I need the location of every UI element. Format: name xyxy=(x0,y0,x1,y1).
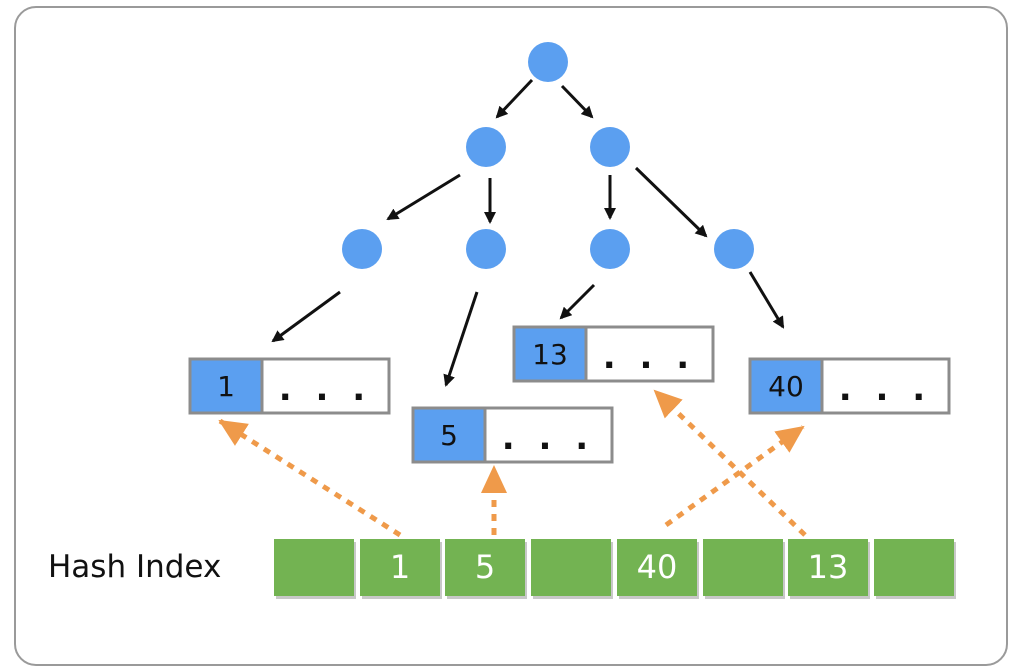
record-value: . . . xyxy=(839,369,931,409)
record-key-cell xyxy=(514,327,586,381)
record-key-cell xyxy=(190,359,262,413)
record-value: . . . xyxy=(603,337,695,377)
hash-index-label: Hash Index xyxy=(48,549,221,585)
tree-edge xyxy=(386,173,461,221)
hash-pointer-13 xyxy=(653,389,807,537)
record-1: 1 . . . xyxy=(188,357,391,415)
record-value-cell xyxy=(586,327,713,381)
record-key-cell xyxy=(413,408,485,462)
hash-bucket: 40 xyxy=(617,539,699,599)
tree-edge xyxy=(271,290,341,343)
hash-bucket: 1 xyxy=(360,539,442,599)
tree-node xyxy=(342,229,382,269)
record-value-cell xyxy=(822,359,949,413)
tree-node xyxy=(466,229,506,269)
record-key: 40 xyxy=(768,370,804,403)
hash-bucket: 5 xyxy=(445,539,527,599)
record-key: 13 xyxy=(532,338,568,371)
tree-edge xyxy=(560,84,594,119)
record-key: 5 xyxy=(440,419,458,452)
tree-node xyxy=(466,127,506,167)
record-key-cell xyxy=(750,359,822,413)
bucket-value: 1 xyxy=(390,548,410,586)
bucket-value: 40 xyxy=(637,548,678,586)
hash-bucket xyxy=(274,539,356,599)
hash-bucket xyxy=(531,539,613,599)
record-border xyxy=(188,357,391,415)
tree-edge xyxy=(443,291,479,387)
tree-edge xyxy=(634,166,708,238)
record-key: 1 xyxy=(217,370,235,403)
hash-pointers xyxy=(218,389,807,538)
record-40: 40 . . . xyxy=(748,357,951,415)
tree-edge xyxy=(748,271,785,329)
record-value-cell xyxy=(485,408,612,462)
tree-node xyxy=(590,229,630,269)
record-13: 13 . . . xyxy=(512,325,715,383)
hash-bucket xyxy=(874,539,956,599)
record-border xyxy=(411,406,614,464)
tree-node-root xyxy=(528,42,568,82)
record-value: . . . xyxy=(502,418,594,458)
hash-pointer-40 xyxy=(664,424,805,528)
tree-edge xyxy=(495,78,534,119)
hash-buckets: 1 5 40 13 xyxy=(274,539,956,599)
record-border xyxy=(512,325,715,383)
bucket-value: 5 xyxy=(475,548,495,586)
tree-edge xyxy=(559,283,596,320)
tree-node xyxy=(714,229,754,269)
record-value: . . . xyxy=(279,369,371,409)
record-5: 5 . . . xyxy=(411,406,614,464)
tree-node xyxy=(590,127,630,167)
record-value-cell xyxy=(262,359,389,413)
hash-bucket xyxy=(703,539,785,599)
record-border xyxy=(748,357,951,415)
hash-pointer-1 xyxy=(218,418,402,538)
bucket-value: 13 xyxy=(808,548,849,586)
hash-bucket: 13 xyxy=(788,539,870,599)
tree-edges xyxy=(271,78,785,387)
tree-nodes xyxy=(342,42,754,269)
